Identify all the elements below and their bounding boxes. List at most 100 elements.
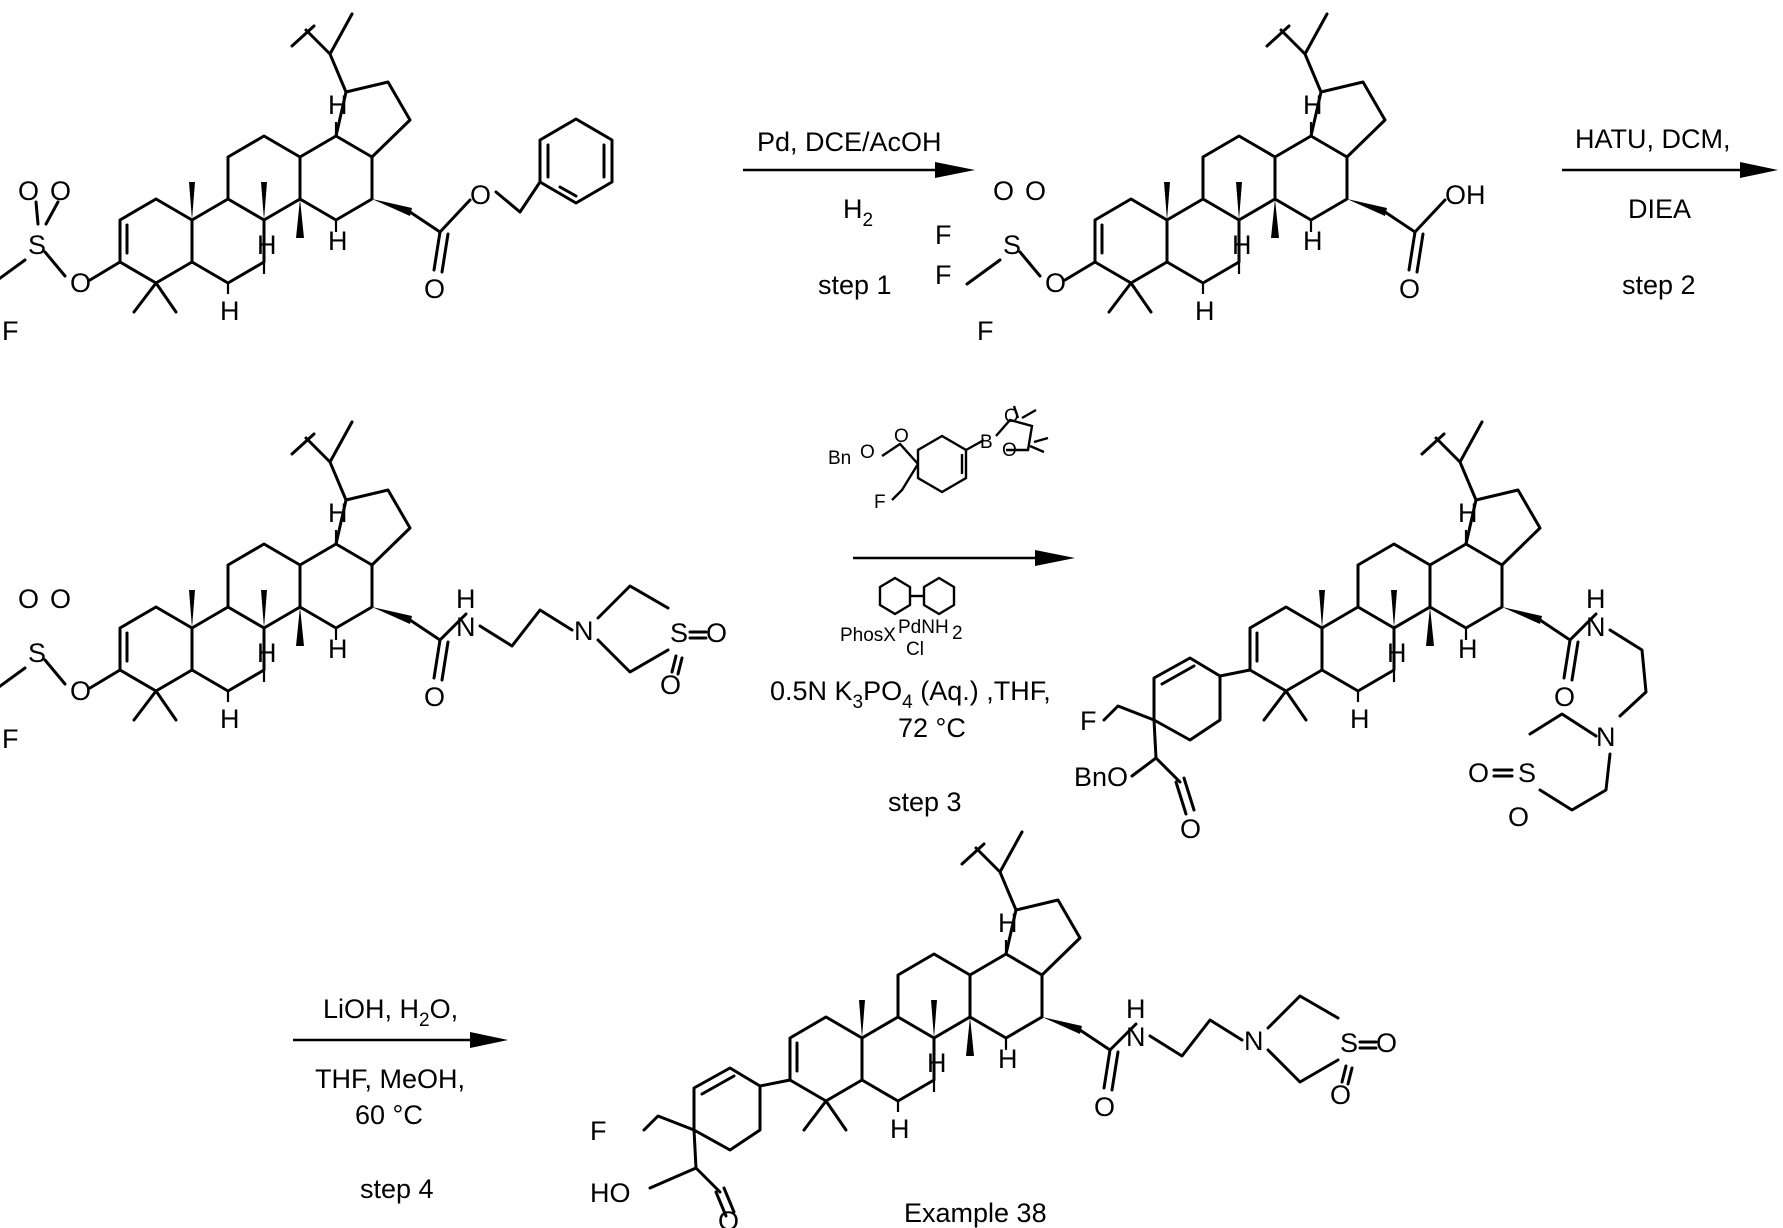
svg-text:H: H xyxy=(1387,638,1407,668)
svg-text:N: N xyxy=(1244,1026,1264,1056)
svg-text:O: O xyxy=(50,584,71,614)
svg-text:H: H xyxy=(1126,994,1146,1024)
svg-text:O: O xyxy=(1399,274,1420,304)
svg-text:F: F xyxy=(2,724,19,754)
svg-text:O: O xyxy=(1554,682,1575,712)
svg-text:O: O xyxy=(706,618,727,648)
svg-text:O: O xyxy=(18,176,39,206)
svg-text:step 4: step 4 xyxy=(360,1174,434,1204)
svg-text:H: H xyxy=(1458,634,1478,664)
svg-text:H: H xyxy=(890,1114,910,1144)
svg-text:H2: H2 xyxy=(843,194,873,231)
svg-text:O: O xyxy=(1045,268,1066,298)
svg-text:F: F xyxy=(1080,706,1097,736)
svg-text:O: O xyxy=(1180,814,1201,844)
svg-text:S: S xyxy=(1003,230,1021,260)
svg-text:O: O xyxy=(70,268,91,298)
product-example-38: H H H H F O HO O H N N S O O xyxy=(590,832,1397,1228)
svg-text:F: F xyxy=(977,316,994,346)
svg-text:F: F xyxy=(935,220,952,250)
svg-text:O: O xyxy=(1376,1028,1397,1058)
svg-text:Pd, DCE/AcOH: Pd, DCE/AcOH xyxy=(757,127,942,157)
svg-text:O: O xyxy=(1468,758,1489,788)
svg-text:H: H xyxy=(1458,498,1478,528)
svg-text:O: O xyxy=(50,176,71,206)
compound-1-benzyl-ester: O S O O F F F H H H H O O xyxy=(0,14,612,346)
svg-text:H: H xyxy=(927,1048,947,1078)
svg-text:H: H xyxy=(1586,584,1606,614)
svg-text:THF, MeOH,: THF, MeOH, xyxy=(315,1064,465,1094)
svg-text:step 2: step 2 xyxy=(1622,270,1696,300)
svg-text:0.5N K3PO4 (Aq.) ,THF,: 0.5N K3PO4 (Aq.) ,THF, xyxy=(770,676,1051,713)
arrow-step-2: HATU, DCM, DIEA step 2 xyxy=(1562,124,1778,300)
svg-text:BnO: BnO xyxy=(1074,762,1128,792)
product-label: Example 38 xyxy=(904,1198,1047,1228)
svg-text:O: O xyxy=(894,426,909,447)
svg-text:60 °C: 60 °C xyxy=(355,1100,423,1130)
svg-text:O: O xyxy=(70,676,91,706)
svg-text:O: O xyxy=(718,1206,739,1228)
svg-text:H: H xyxy=(1303,90,1323,120)
boronate-reagent: B O O O O Bn F xyxy=(828,406,1048,513)
svg-text:F: F xyxy=(935,260,952,290)
svg-text:N: N xyxy=(1596,722,1616,752)
svg-text:OH: OH xyxy=(1445,180,1486,210)
svg-text:H: H xyxy=(328,498,348,528)
svg-text:PhosX: PhosX xyxy=(840,625,896,646)
svg-text:O: O xyxy=(18,584,39,614)
svg-text:72 °C: 72 °C xyxy=(898,713,966,743)
svg-text:O: O xyxy=(470,180,491,210)
svg-text:DIEA: DIEA xyxy=(1628,194,1691,224)
svg-text:H: H xyxy=(328,634,348,664)
svg-text:S: S xyxy=(670,618,688,648)
svg-text:H: H xyxy=(998,1044,1018,1074)
svg-text:F: F xyxy=(590,1116,607,1146)
svg-text:F: F xyxy=(2,316,19,346)
svg-text:O: O xyxy=(1002,440,1017,461)
svg-text:H: H xyxy=(1195,296,1215,326)
svg-text:S: S xyxy=(28,230,46,260)
svg-text:H: H xyxy=(1232,230,1252,260)
svg-text:O: O xyxy=(860,442,875,463)
svg-text:Bn: Bn xyxy=(828,448,851,469)
svg-text:step 1: step 1 xyxy=(818,270,892,300)
svg-text:H: H xyxy=(220,296,240,326)
svg-text:H: H xyxy=(1350,704,1370,734)
svg-text:F: F xyxy=(874,492,886,513)
arrow-step-4: LiOH, H2O, THF, MeOH, 60 °C step 4 xyxy=(293,994,508,1204)
svg-text:S: S xyxy=(1340,1028,1358,1058)
compound-3-amide: O S O O F F F H H H H O H N N S O O xyxy=(0,422,727,754)
svg-text:O: O xyxy=(993,176,1014,206)
arrow-step-3: B O O O O Bn F PhosX PdNH 2 Cl 0.5N K3PO… xyxy=(770,406,1075,817)
svg-text:H: H xyxy=(257,230,277,260)
svg-text:H: H xyxy=(257,638,277,668)
compound-4-benzyl-ester-coupled: H H H H F O BnO O H N N S O O xyxy=(1074,422,1646,844)
svg-text:H: H xyxy=(456,584,476,614)
svg-text:LiOH, H2O,: LiOH, H2O, xyxy=(323,994,458,1031)
svg-text:N: N xyxy=(574,616,594,646)
svg-text:N: N xyxy=(1586,612,1606,642)
svg-text:step 3: step 3 xyxy=(888,787,962,817)
pd-precatalyst: PhosX PdNH 2 Cl xyxy=(840,578,963,660)
svg-text:S: S xyxy=(1518,758,1536,788)
svg-text:H: H xyxy=(998,908,1018,938)
svg-text:N: N xyxy=(1126,1022,1146,1052)
svg-text:H: H xyxy=(328,226,348,256)
svg-text:N: N xyxy=(456,612,476,642)
svg-text:O: O xyxy=(1025,176,1046,206)
svg-text:O: O xyxy=(424,682,445,712)
svg-text:H: H xyxy=(220,704,240,734)
svg-text:HATU, DCM,: HATU, DCM, xyxy=(1575,124,1731,154)
svg-text:H: H xyxy=(1303,226,1323,256)
svg-text:S: S xyxy=(28,638,46,668)
svg-text:PdNH: PdNH xyxy=(898,617,949,638)
svg-text:O: O xyxy=(1508,802,1529,832)
svg-text:Cl: Cl xyxy=(906,639,924,660)
compound-2-carboxylic-acid: O S O O F F F H H H H O OH xyxy=(935,14,1486,346)
svg-text:B: B xyxy=(980,432,993,453)
svg-text:H: H xyxy=(328,90,348,120)
svg-text:O: O xyxy=(1094,1092,1115,1122)
svg-text:O: O xyxy=(424,274,445,304)
svg-text:HO: HO xyxy=(590,1178,631,1208)
